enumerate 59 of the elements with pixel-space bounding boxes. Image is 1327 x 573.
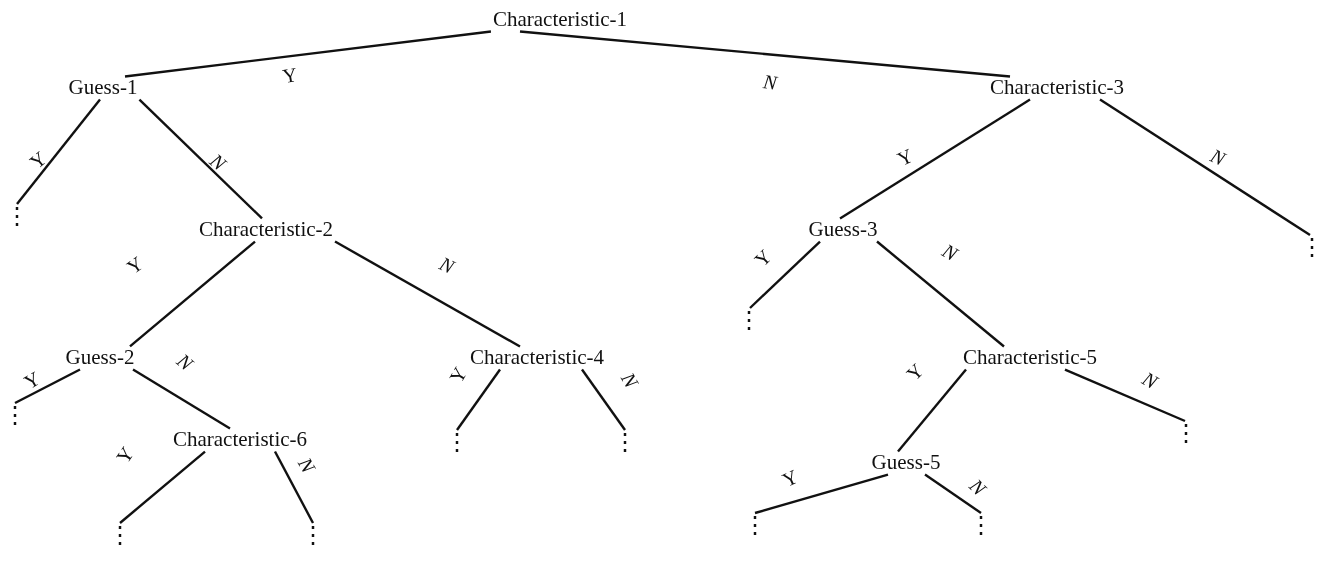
branch-line: [14, 368, 81, 405]
continuation-ellipsis: ⋮: [108, 523, 132, 547]
decision-node-label: Guess-5: [869, 451, 943, 475]
continuation-ellipsis: ⋮: [445, 430, 469, 454]
edge-label: N: [173, 350, 197, 374]
decision-node-label: Characteristic-6: [170, 428, 310, 452]
edge-label: Y: [779, 465, 801, 491]
branch-line: [1064, 368, 1186, 423]
branch-line: [138, 98, 263, 220]
continuation-ellipsis: ⋮: [743, 513, 767, 537]
edge-label: N: [762, 71, 778, 93]
branch-line: [924, 473, 982, 514]
branch-line: [334, 240, 521, 348]
edge-label: N: [206, 150, 230, 174]
edge-label: Y: [26, 147, 50, 173]
branch-line: [1099, 98, 1311, 236]
edge-label: N: [295, 454, 319, 476]
branch-line: [129, 240, 256, 348]
decision-node-label: Guess-3: [806, 218, 880, 242]
decision-node-label: Guess-2: [63, 346, 137, 370]
decision-node-label: Guess-1: [66, 76, 140, 100]
branch-line: [876, 240, 1005, 348]
branch-line: [897, 368, 967, 453]
edge-label: Y: [750, 245, 776, 271]
branch-line: [132, 368, 231, 430]
decision-node-label: Characteristic-2: [196, 218, 336, 242]
branch-line: [839, 98, 1031, 220]
decision-node-label: Characteristic-3: [987, 76, 1127, 100]
continuation-ellipsis: ⋮: [3, 403, 27, 427]
edge-label: N: [966, 475, 990, 499]
edge-label: N: [436, 253, 458, 277]
continuation-ellipsis: ⋮: [969, 513, 993, 537]
edge-label: Y: [20, 367, 44, 393]
edge-label: Y: [902, 359, 928, 385]
continuation-ellipsis: ⋮: [301, 523, 325, 547]
branch-line: [119, 450, 206, 524]
branch-line: [273, 451, 315, 524]
continuation-ellipsis: ⋮: [1300, 235, 1324, 259]
edge-label: N: [1139, 368, 1161, 392]
edge-label: N: [939, 240, 961, 264]
edge-label: Y: [123, 252, 147, 278]
branch-line: [16, 98, 101, 205]
decision-node-label: Characteristic-5: [960, 346, 1100, 370]
continuation-ellipsis: ⋮: [737, 308, 761, 332]
continuation-ellipsis: ⋮: [613, 430, 637, 454]
edge-label: Y: [894, 144, 916, 170]
branch-line: [519, 30, 1011, 78]
continuation-ellipsis: ⋮: [1174, 421, 1198, 445]
edge-label: Y: [112, 443, 138, 467]
branch-line: [754, 473, 889, 515]
branch-line: [456, 368, 501, 431]
branch-line: [581, 368, 626, 431]
edge-label: N: [618, 369, 642, 391]
edge-label: N: [1207, 145, 1229, 169]
edge-label: Y: [281, 63, 299, 87]
decision-node-label: Characteristic-1: [490, 8, 630, 32]
branch-line: [124, 30, 492, 78]
continuation-ellipsis: ⋮: [5, 204, 29, 228]
branch-line: [749, 240, 821, 309]
